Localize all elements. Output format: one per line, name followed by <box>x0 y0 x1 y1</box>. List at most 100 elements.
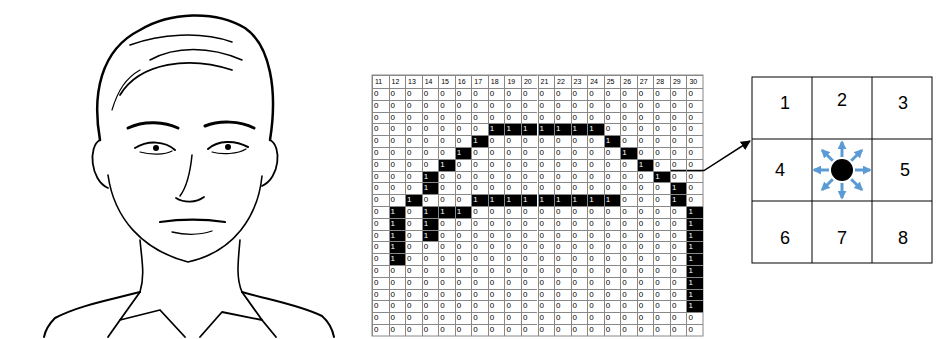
pixel-value: 0 <box>504 277 521 289</box>
pixel-value: 0 <box>422 289 439 301</box>
hair-outline <box>97 15 273 140</box>
pixel-value: 0 <box>438 241 455 253</box>
pixel-value: 0 <box>471 123 488 135</box>
pixel-value: 0 <box>455 277 472 289</box>
pixel-value: 0 <box>422 135 439 147</box>
pixel-value: 0 <box>538 88 555 100</box>
pixel-value: 0 <box>686 171 703 183</box>
eyebrow <box>205 122 254 128</box>
pixel-value: 0 <box>455 88 472 100</box>
pixel-value: 0 <box>372 112 389 124</box>
pixel-value: 0 <box>604 300 621 312</box>
direction-number: 3 <box>898 93 908 113</box>
pixel-value: 0 <box>620 182 637 194</box>
pixel-value: 0 <box>521 100 538 112</box>
pixel-value: 0 <box>471 182 488 194</box>
pixel-value: 0 <box>653 241 670 253</box>
pixel-value: 0 <box>471 277 488 289</box>
pixel-value: 0 <box>637 206 654 218</box>
pixel-value: 0 <box>521 182 538 194</box>
pixel-value: 0 <box>389 100 406 112</box>
lapel <box>262 320 276 337</box>
pixel-value: 0 <box>670 312 687 324</box>
pixel-value: 0 <box>471 112 488 124</box>
pixel-value: 0 <box>389 135 406 147</box>
pixel-value: 0 <box>620 312 637 324</box>
pupil <box>225 144 231 150</box>
pixel-value: 0 <box>653 159 670 171</box>
pixel-value: 1 <box>653 171 670 183</box>
pixel-value: 0 <box>637 100 654 112</box>
pixel-value: 0 <box>471 253 488 265</box>
pointer-arrow <box>670 141 750 171</box>
pixel-value: 0 <box>670 324 687 336</box>
pixel-value: 0 <box>571 312 588 324</box>
pixel-value: 0 <box>538 312 555 324</box>
pixel-value: 0 <box>686 135 703 147</box>
pixel-value: 0 <box>488 112 505 124</box>
pixel-value: 0 <box>372 100 389 112</box>
pixel-value: 0 <box>471 241 488 253</box>
collar <box>200 292 262 337</box>
pixel-value: 0 <box>620 324 637 336</box>
pixel-value: 0 <box>372 324 389 336</box>
direction-arrow <box>841 183 844 198</box>
pixel-value: 1 <box>686 265 703 277</box>
pixel-value: 0 <box>389 88 406 100</box>
direction-arrows <box>814 142 870 198</box>
pixel-value: 0 <box>455 218 472 230</box>
hair-line <box>130 35 232 45</box>
pixel-value: 1 <box>422 206 439 218</box>
pixel-value: 0 <box>538 277 555 289</box>
eyebrow <box>128 123 178 128</box>
pixel-value: 1 <box>686 300 703 312</box>
pixel-value: 0 <box>455 312 472 324</box>
pixel-value: 0 <box>455 123 472 135</box>
pixel-value: 1 <box>538 123 555 135</box>
pixel-value: 0 <box>455 159 472 171</box>
pixel-value: 0 <box>488 147 505 159</box>
pixel-value: 1 <box>389 206 406 218</box>
pixel-value: 0 <box>488 241 505 253</box>
pixel-value: 0 <box>455 230 472 242</box>
pixel-value: 0 <box>604 218 621 230</box>
pixel-value: 0 <box>389 194 406 206</box>
direction-number: 8 <box>898 228 908 248</box>
pixel-value: 0 <box>538 159 555 171</box>
pixel-value: 0 <box>471 159 488 171</box>
pixel-value: 0 <box>587 312 604 324</box>
pixel-value: 0 <box>521 135 538 147</box>
pixel-value: 0 <box>389 277 406 289</box>
pixel-value: 0 <box>405 253 422 265</box>
pixel-value: 0 <box>670 112 687 124</box>
pixel-value: 0 <box>670 277 687 289</box>
direction-arrow <box>851 179 862 190</box>
pixel-value: 0 <box>653 182 670 194</box>
pixel-value: 0 <box>670 123 687 135</box>
pixel-value: 0 <box>571 182 588 194</box>
neck <box>238 240 242 292</box>
pixel-value: 0 <box>538 253 555 265</box>
pixel-value: 0 <box>405 230 422 242</box>
pixel-value: 0 <box>653 135 670 147</box>
column-number: 23 <box>571 75 588 88</box>
pixel-value: 0 <box>521 289 538 301</box>
pixel-value: 0 <box>686 182 703 194</box>
pixel-value: 0 <box>637 88 654 100</box>
pixel-value: 0 <box>504 265 521 277</box>
pixel-value: 0 <box>637 324 654 336</box>
pixel-value: 0 <box>637 171 654 183</box>
pixel-value: 0 <box>620 300 637 312</box>
pixel-value: 0 <box>653 206 670 218</box>
hair-line <box>112 70 140 110</box>
pixel-value: 0 <box>571 159 588 171</box>
pixel-value: 0 <box>455 265 472 277</box>
pixel-value: 0 <box>488 300 505 312</box>
pixel-value: 0 <box>670 265 687 277</box>
pixel-value: 0 <box>405 312 422 324</box>
pixel-value: 0 <box>653 218 670 230</box>
direction-arrow <box>822 179 833 190</box>
pixel-value: 0 <box>422 100 439 112</box>
pixel-value: 0 <box>604 147 621 159</box>
direction-number: 4 <box>775 160 785 180</box>
